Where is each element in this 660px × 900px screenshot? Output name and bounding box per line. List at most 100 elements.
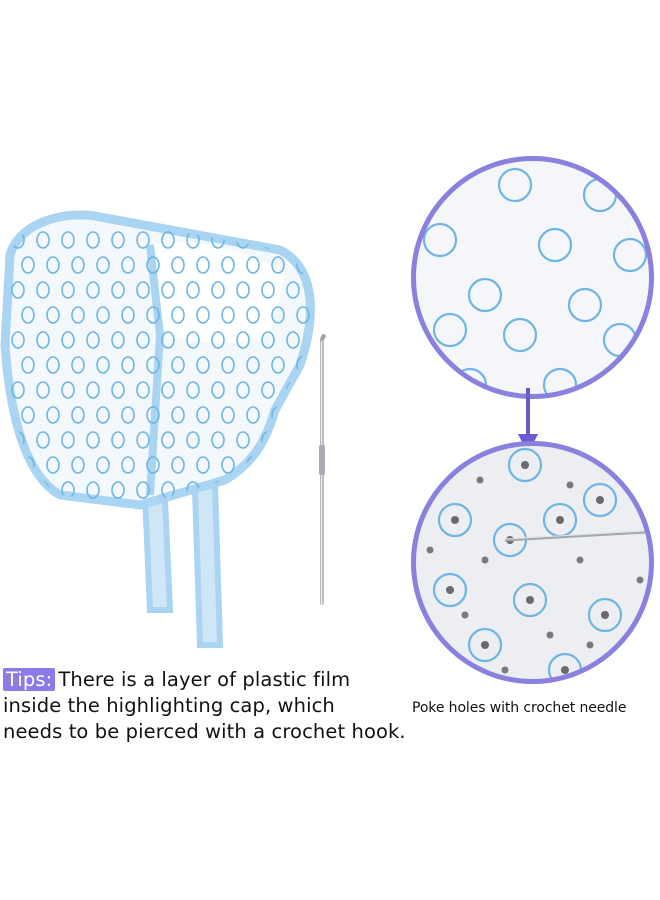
cap-dot (171, 406, 185, 424)
cap-dot (261, 481, 275, 499)
pierced-ring (507, 447, 543, 483)
tips-badge: Tips: (3, 668, 56, 691)
cap-dot (236, 281, 250, 299)
cap-dot (211, 381, 225, 399)
cap-dot (196, 306, 210, 324)
cap-dot (246, 256, 260, 274)
cap-dot (11, 381, 25, 399)
cap-dot (36, 281, 50, 299)
cap-dot (71, 306, 85, 324)
cap-dot (96, 456, 110, 474)
highlighting-cap-image (0, 210, 315, 648)
cap-dot (236, 381, 250, 399)
cap-dot (86, 431, 100, 449)
pierced-ring (512, 582, 548, 618)
cap-dot (286, 331, 300, 349)
cap-dot (296, 406, 310, 424)
pierced-hole (481, 556, 489, 564)
cap-dot (211, 331, 225, 349)
cap-dot (246, 306, 260, 324)
cap-dot (161, 431, 175, 449)
cap-dot (36, 231, 50, 249)
cap-dot (261, 281, 275, 299)
pierced-hole (601, 611, 609, 619)
cap-ring (467, 277, 503, 313)
cap-dot (111, 231, 125, 249)
pierced-hole (636, 646, 644, 654)
cap-dot (86, 481, 100, 499)
cap-dot (71, 456, 85, 474)
cap-dot (21, 256, 35, 274)
cap-dot (136, 231, 150, 249)
cap-dot (61, 231, 75, 249)
cap-dot (21, 356, 35, 374)
cap-dot (286, 481, 300, 499)
cap-dot (211, 431, 225, 449)
cap-dot (196, 456, 210, 474)
cap-dot (136, 481, 150, 499)
cap-dot (111, 431, 125, 449)
cap-dot (86, 281, 100, 299)
cap-dot (121, 306, 135, 324)
cap-dot (46, 256, 60, 274)
cap-dot (246, 406, 260, 424)
cap-dot (196, 356, 210, 374)
cap-dot (271, 456, 285, 474)
pierced-ring (587, 597, 623, 633)
cap-dot (121, 406, 135, 424)
cap-dot (121, 256, 135, 274)
cap-dot (61, 281, 75, 299)
pierced-ring (413, 642, 448, 678)
cap-dot (11, 281, 25, 299)
cap-ring (502, 317, 538, 353)
cap-dot (11, 481, 25, 499)
cap-dot (96, 356, 110, 374)
pierced-ring (582, 482, 618, 518)
cap-dot (111, 381, 125, 399)
cap-dot (236, 431, 250, 449)
cap-dot (96, 406, 110, 424)
pierced-hole (426, 656, 434, 664)
cap-dot (61, 431, 75, 449)
cap-dot (186, 381, 200, 399)
pierced-ring (467, 627, 503, 663)
cap-dot (146, 306, 160, 324)
cap-dot (296, 456, 310, 474)
cap-dot (21, 306, 35, 324)
cap-dot (261, 381, 275, 399)
pierced-hole (561, 666, 569, 674)
cap-dot (86, 381, 100, 399)
crochet-hook-image (319, 334, 326, 605)
cap-ring (422, 222, 458, 258)
cap-dot (236, 481, 250, 499)
cap-dot (61, 381, 75, 399)
pierced-hole (481, 641, 489, 649)
cap-dot (186, 281, 200, 299)
pierced-hole (566, 481, 574, 489)
cap-dot (221, 356, 235, 374)
cap-dot (221, 256, 235, 274)
cap-ring (567, 287, 603, 323)
cap-dot (161, 381, 175, 399)
cap-dot (146, 356, 160, 374)
cap-dot (271, 306, 285, 324)
cap-dot (246, 356, 260, 374)
cap-dot (136, 331, 150, 349)
cap-dot (146, 456, 160, 474)
cap-dot (36, 431, 50, 449)
cap-dot (46, 406, 60, 424)
cap-dot (21, 406, 35, 424)
cap-dot (261, 331, 275, 349)
cap-dot (136, 281, 150, 299)
cap-dot (171, 306, 185, 324)
pierced-hole (586, 641, 594, 649)
cap-dot (36, 381, 50, 399)
tips-line-2: inside the highlighting cap, which (3, 694, 335, 717)
cap-dot (146, 406, 160, 424)
cap-dot (171, 356, 185, 374)
cap-dot (36, 331, 50, 349)
tips-line-3: needs to be pierced with a crochet hook. (3, 720, 406, 743)
cap-ring (497, 167, 533, 203)
cap-dot (111, 331, 125, 349)
pierced-hole (501, 666, 509, 674)
